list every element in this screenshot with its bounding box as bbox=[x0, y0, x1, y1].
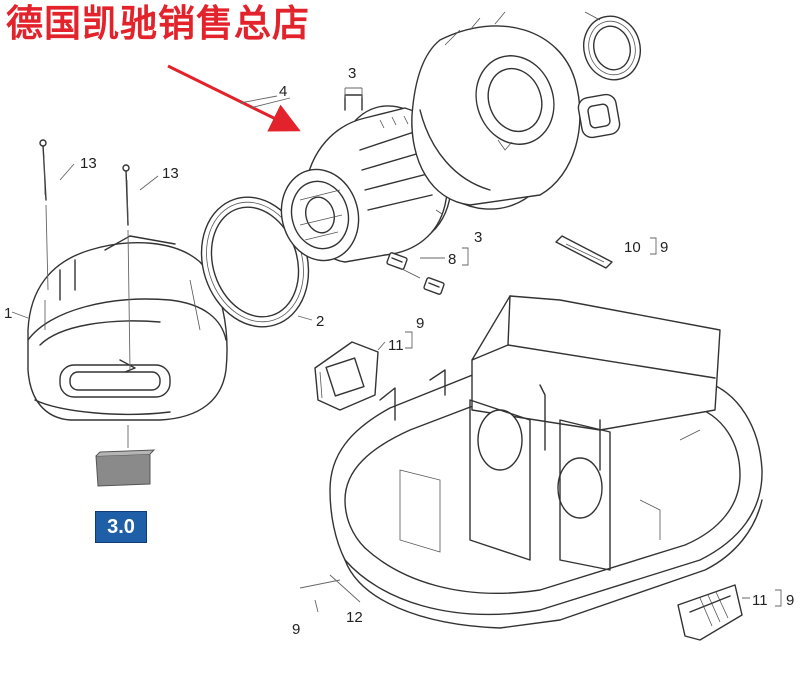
part-gasket-ring bbox=[200, 196, 310, 328]
callout-3b: 3 bbox=[474, 229, 482, 246]
part-strip bbox=[555, 235, 613, 269]
callout-9d: 9 bbox=[292, 621, 300, 638]
red-arrow-icon bbox=[167, 64, 301, 132]
callout-13b: 13 bbox=[162, 165, 179, 182]
part-filter-pad bbox=[95, 449, 156, 487]
part-latch-left bbox=[314, 341, 379, 411]
callout-9a: 9 bbox=[660, 239, 668, 256]
shop-title: 德国凯驰销售总店 bbox=[6, 2, 310, 45]
part-rod-right bbox=[122, 164, 130, 226]
part-latch-right bbox=[677, 584, 743, 641]
callout-4: 4 bbox=[279, 83, 287, 100]
part-rod-left bbox=[39, 139, 47, 201]
part-carbon-brushes bbox=[386, 252, 445, 295]
part-motor-housing bbox=[411, 11, 581, 210]
callout-11a: 11 bbox=[388, 337, 404, 354]
callout-lines bbox=[11, 87, 782, 613]
version-badge: 3.0 bbox=[95, 511, 147, 543]
part-front-cover bbox=[27, 235, 228, 421]
callout-1: 1 bbox=[4, 305, 12, 322]
callout-13a: 13 bbox=[80, 155, 97, 172]
part-seal-square bbox=[577, 93, 621, 139]
callout-3a: 3 bbox=[348, 65, 356, 82]
part-base-tank bbox=[329, 295, 763, 629]
callout-9b: 9 bbox=[416, 315, 424, 332]
callout-9c: 9 bbox=[786, 592, 794, 609]
callout-11b: 11 bbox=[752, 592, 768, 609]
callout-8: 8 bbox=[448, 251, 456, 268]
part-seal-round bbox=[583, 11, 641, 81]
callout-12: 12 bbox=[346, 609, 363, 626]
callout-2: 2 bbox=[316, 313, 324, 330]
callout-10: 10 bbox=[624, 239, 641, 256]
